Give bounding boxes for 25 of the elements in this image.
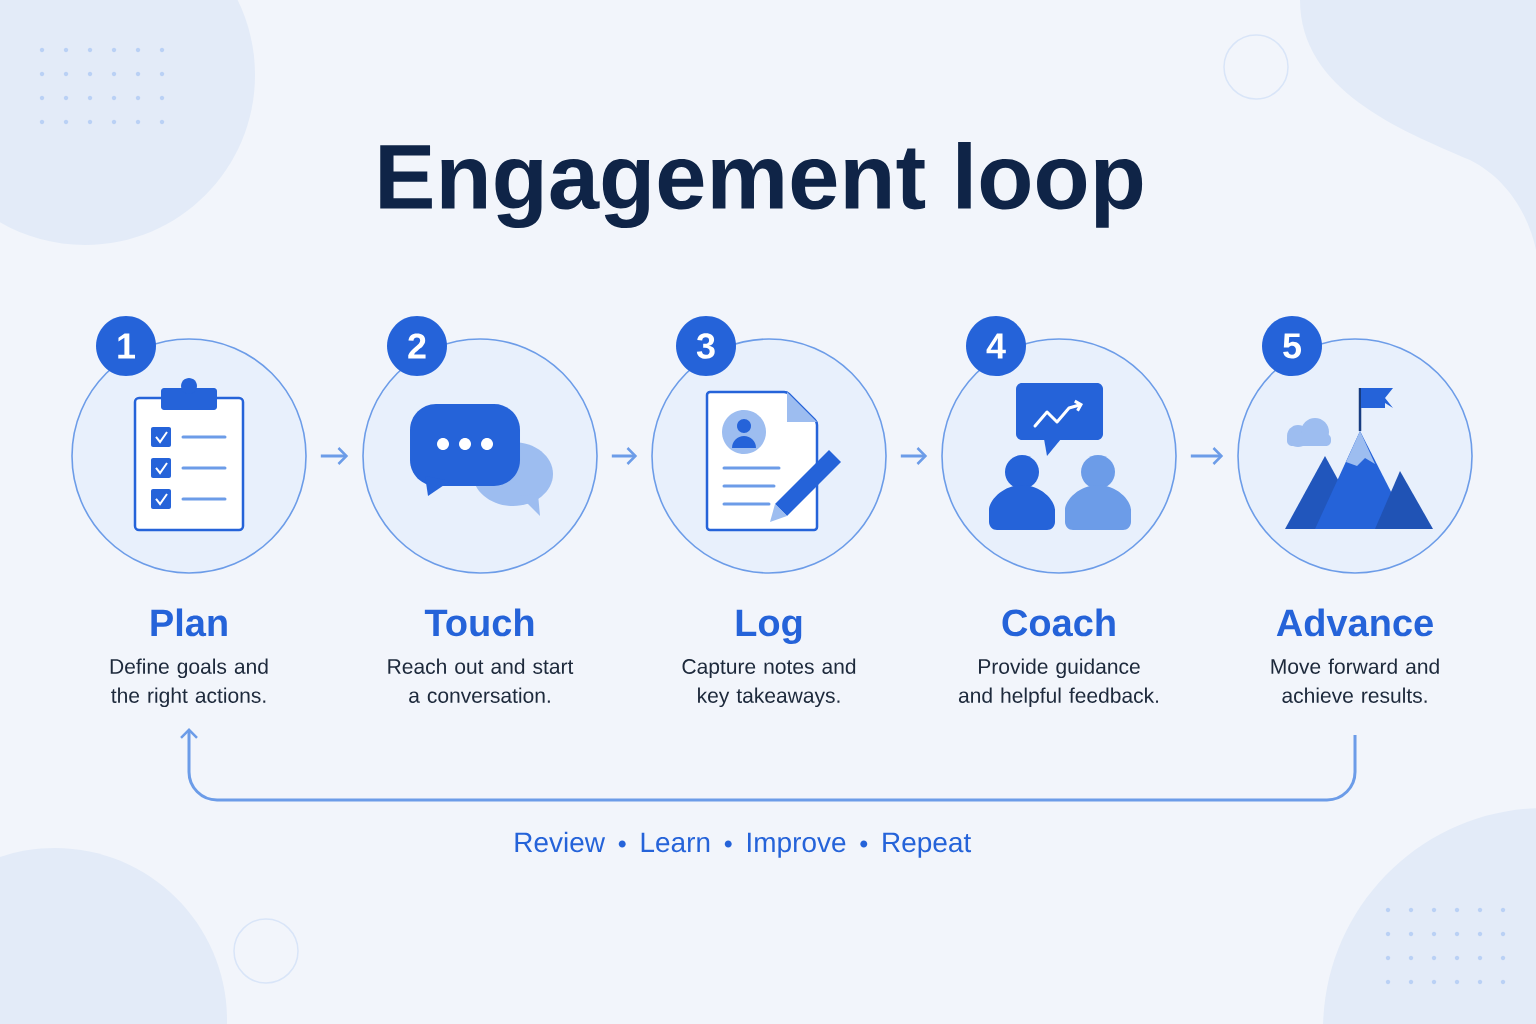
step-title: Advance (1276, 608, 1433, 637)
step-description: Provide guidance and helpful feedback. (958, 658, 1159, 708)
number-badge: 4 (966, 316, 1026, 376)
arrow (611, 447, 638, 465)
cycle-label: Repeat (883, 832, 972, 858)
title: Engagement loop (380, 141, 1143, 229)
arrow (320, 447, 349, 465)
cycle-label: Improve (748, 832, 846, 858)
cycle-label: Learn (641, 832, 710, 853)
arrow (900, 447, 928, 465)
step-description: Capture notes and key takeaways. (682, 658, 856, 708)
number-badge: 2 (387, 316, 447, 376)
step-title: Plan (151, 608, 227, 637)
arrow (1190, 447, 1224, 465)
number-badge: 5 (1262, 316, 1322, 376)
cycle-label: Review (515, 831, 606, 853)
step-title: Coach (1002, 608, 1115, 637)
loop-arrow (180, 728, 1357, 802)
step-title: Touch (424, 608, 534, 637)
number-badge: 3 (676, 316, 736, 376)
step-description: Move forward and achieve results. (1271, 658, 1439, 703)
step-title: Log (736, 609, 802, 645)
number-badge: 1 (96, 316, 156, 376)
step-description: Define goals and the right actions. (110, 658, 268, 708)
step-description: Reach out and start a conversation. (388, 658, 574, 703)
